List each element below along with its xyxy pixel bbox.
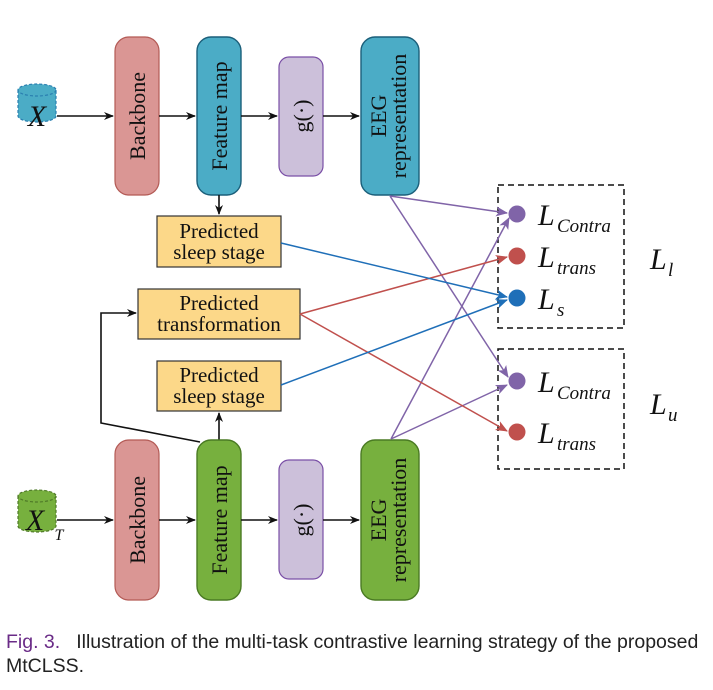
unlabeled-trans-subscript: trans — [557, 434, 596, 455]
top-predicted-sleep-stage-line2: sleep stage — [173, 240, 265, 264]
unlabeled-trans-node — [508, 423, 526, 441]
top-input-cylinder: X — [17, 83, 57, 133]
labeled-group-symbol: L — [649, 243, 667, 276]
unlabeled-contra-node — [508, 372, 526, 390]
top-projector-label: g(·) — [289, 100, 314, 133]
labeled-group-subscript: l — [668, 260, 673, 281]
top-feature-map-label: Feature map — [207, 61, 232, 170]
bottom-feature-map-label: Feature map — [207, 465, 232, 574]
top-eeg-representation-label-line2: representation — [386, 54, 411, 179]
edge-top-stage-to-stage-loss — [280, 242, 508, 300]
edge-transformation-to-unlabeled-trans — [299, 313, 508, 432]
figure-label: Fig. 3. — [6, 631, 61, 653]
bottom-eeg-representation-block — [360, 439, 420, 601]
bottom-predicted-sleep-stage-line2: sleep stage — [173, 384, 265, 408]
top-predicted-sleep-stage-line1: Predicted — [179, 219, 259, 243]
unlabeled-loss-group-box — [497, 348, 625, 470]
top-backbone-label: Backbone — [125, 72, 150, 160]
top-predicted-sleep-stage-box — [156, 215, 282, 268]
bottom-projector-label: g(·) — [289, 504, 314, 537]
edge-top-rep-to-labeled-contra — [389, 195, 508, 217]
bottom-eeg-representation-label-line2: representation — [386, 458, 411, 583]
unlabeled-trans-symbol: L — [537, 417, 555, 450]
bottom-predicted-sleep-stage-box — [156, 360, 282, 412]
labeled-stage-symbol: L — [537, 283, 555, 316]
edge-top-rep-to-unlabeled-contra — [389, 195, 509, 378]
labeled-stage-subscript: s — [557, 300, 564, 321]
edge-bottom-stage-to-stage-loss — [280, 299, 508, 386]
diagram-canvas: X Backbone Feature map g(·) EEG represen… — [17, 36, 678, 601]
labeled-trans-subscript: trans — [557, 258, 596, 279]
labeled-loss-group-box — [497, 184, 625, 329]
predicted-transformation-line2: transformation — [157, 312, 281, 336]
labeled-trans-symbol: L — [537, 241, 555, 274]
edge-transformation-to-labeled-trans — [299, 255, 508, 315]
labeled-contra-subscript: Contra — [557, 216, 611, 237]
labeled-contra-symbol: L — [537, 199, 555, 232]
unlabeled-contra-symbol: L — [537, 366, 555, 399]
edge-bottom-rep-to-unlabeled-contra — [390, 384, 508, 440]
bottom-input-subscript: T — [55, 527, 65, 544]
unlabeled-group-subscript: u — [668, 405, 678, 426]
unlabeled-contra-subscript: Contra — [557, 383, 611, 404]
top-eeg-representation-block — [360, 36, 420, 196]
predicted-transformation-line1: Predicted — [179, 291, 259, 315]
predicted-transformation-box — [137, 288, 301, 340]
bottom-eeg-representation-label-line1: EEG — [366, 499, 391, 542]
unlabeled-group-symbol: L — [649, 388, 667, 421]
bottom-backbone-label: Backbone — [125, 476, 150, 564]
edge-bottom-rep-to-labeled-contra — [390, 217, 510, 440]
bottom-input-label: X — [25, 504, 46, 537]
bottom-input-cylinder: X T — [17, 489, 65, 544]
edge-feature-to-transformation — [100, 309, 201, 443]
top-eeg-representation-label-line1: EEG — [366, 95, 391, 138]
figure-caption: Fig. 3.Illustration of the multi-task co… — [6, 630, 706, 678]
labeled-stage-node — [508, 289, 526, 307]
labeled-contra-node — [508, 205, 526, 223]
labeled-trans-node — [508, 247, 526, 265]
bottom-predicted-sleep-stage-line1: Predicted — [179, 363, 259, 387]
top-input-label: X — [27, 100, 48, 133]
figure-caption-text: Illustration of the multi-task contrasti… — [6, 631, 699, 677]
